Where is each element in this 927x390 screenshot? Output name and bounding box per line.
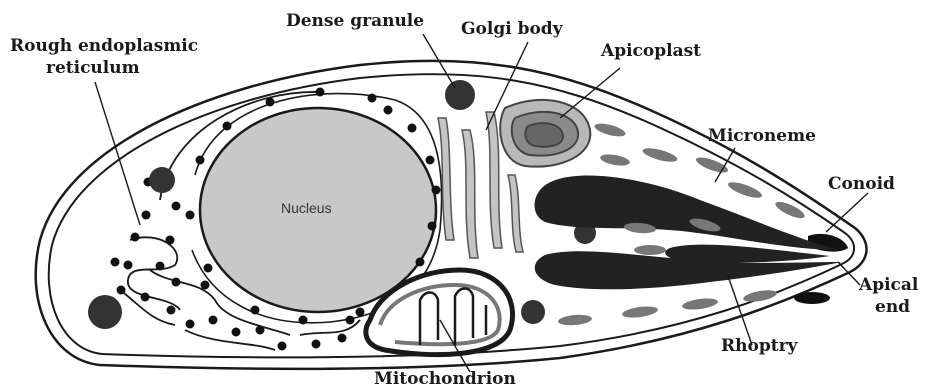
rough-er-label-line2: reticulum [46,59,140,79]
dense-granule-2 [149,167,175,193]
mitochondrion-label: Mitochondrion [374,370,516,390]
dense-granule-3 [88,295,122,329]
microneme-label: Microneme [708,127,816,147]
nucleus-label: Nucleus [281,200,332,216]
apical-granule [794,292,830,304]
dense-granule-label: Dense granule [286,12,424,32]
rough-er-label-line1: Rough endoplasmic [10,37,198,57]
dense-granule-4 [521,300,545,324]
apical-end-label-line1: Apical [859,276,918,296]
apical-end-label-line2: end [875,298,910,318]
rhoptry-label: Rhoptry [721,337,797,357]
apicoplast-label: Apicoplast [601,42,701,62]
apicoplast [500,100,590,167]
dense-granule [445,80,475,110]
conoid-label: Conoid [828,175,895,195]
golgi-body-label: Golgi body [461,20,563,40]
